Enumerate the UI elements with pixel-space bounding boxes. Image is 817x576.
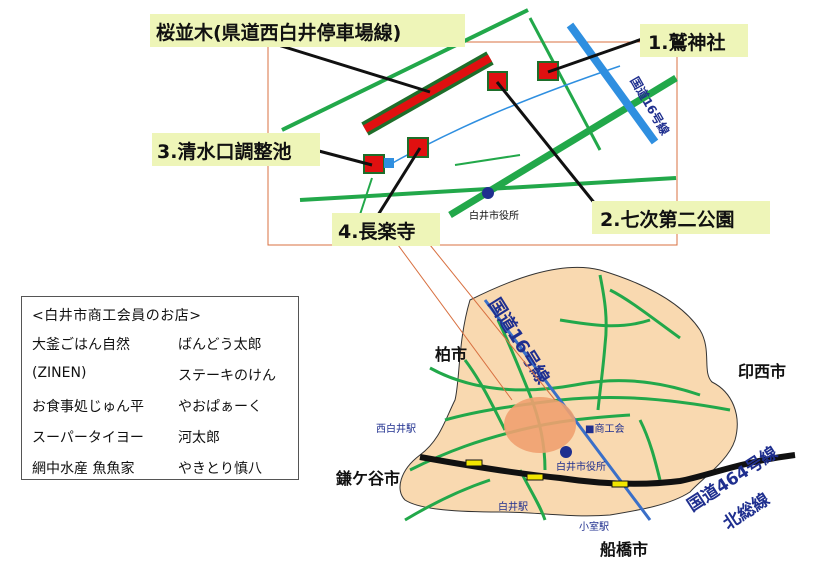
label-nishi-shiroi-station: 西白井駅	[376, 422, 416, 435]
callout-shimizu-bg	[152, 133, 320, 166]
marker-choraku-temple	[407, 137, 429, 158]
label-overview-cityhall: 白井市役所	[556, 460, 606, 473]
label-shokokai: ■商工会	[585, 422, 624, 435]
label-komuro-station: 小室駅	[579, 520, 609, 533]
overview-hokuso-label: 北総線	[719, 489, 773, 534]
callout-washi-text: 1.鷲神社	[648, 31, 725, 54]
inset-route16-line	[566, 22, 659, 145]
city-kamagaya: 鎌ケ谷市	[335, 469, 400, 488]
overview-cityhall-dot	[560, 446, 572, 458]
shop-item: 網中水産 魚魚家	[32, 461, 135, 477]
shop-list-grid: 大釜ごはん自然 ばんどう太郎 (ZINEN) ステーキのけん お食事処じゅん平 …	[32, 334, 288, 478]
callout-washi-bg	[640, 24, 748, 57]
shop-item: (ZINEN)	[32, 365, 87, 381]
label-shiroi-station: 白井駅	[498, 500, 528, 513]
callout-leaders	[261, 36, 646, 216]
city-inzai: 印西市	[738, 362, 786, 381]
shop-list-title: <白井市商工会員のお店>	[32, 308, 202, 324]
city-kashiwa: 柏市	[435, 345, 467, 364]
shop-item: 河太郎	[178, 430, 220, 446]
inset-stream	[379, 65, 621, 171]
zoom-connector-right	[429, 244, 556, 401]
callout-sakura-bg	[150, 14, 465, 47]
callout-labels: 桜並木(県道西白井停車場線) 1.鷲神社 3.清水口調整池 2.七次第二公園 4…	[150, 14, 770, 246]
shop-item: 大釜ごはん自然	[32, 337, 130, 353]
callout-choraku-text: 4.長楽寺	[338, 220, 415, 243]
shop-item: お食事処じゅん平	[32, 399, 144, 415]
marker-nanatsugi-park	[487, 71, 508, 91]
shop-item: やおぱぁーく	[178, 399, 262, 415]
callout-nanatsugi-bg	[592, 201, 770, 234]
callout-shimizu-text: 3.清水口調整池	[157, 140, 291, 163]
shop-item: やきとり慎八	[178, 461, 262, 477]
station-shiroi-marker	[526, 473, 544, 481]
overview-map: 国道16号線 国道464号線 北総線 柏市 印西市 鎌ケ谷市 船橋市 西白井駅 …	[335, 244, 796, 559]
station-komuro-marker	[611, 480, 629, 488]
station-nishi-shiroi-marker	[465, 459, 483, 467]
focus-area-highlight	[504, 397, 576, 453]
zoom-connector-left	[397, 244, 513, 401]
inset-cityhall-dot	[482, 187, 494, 199]
shop-item: ばんどう太郎	[178, 337, 262, 353]
callout-choraku-bg	[332, 213, 440, 246]
shop-item: ステーキのけん	[178, 368, 276, 384]
member-shop-list: <白井市商工会員のお店> 大釜ごはん自然 ばんどう太郎 (ZINEN) ステーキ…	[21, 296, 299, 480]
city-funabashi: 船橋市	[600, 540, 648, 559]
inset-cityhall-label: 白井市役所	[469, 209, 519, 222]
callout-nanatsugi-text: 2.七次第二公園	[600, 208, 734, 231]
marker-pond-water	[384, 158, 394, 168]
shop-item: スーパータイヨー	[32, 430, 144, 446]
callout-sakura-text: 桜並木(県道西白井停車場線)	[156, 21, 401, 44]
